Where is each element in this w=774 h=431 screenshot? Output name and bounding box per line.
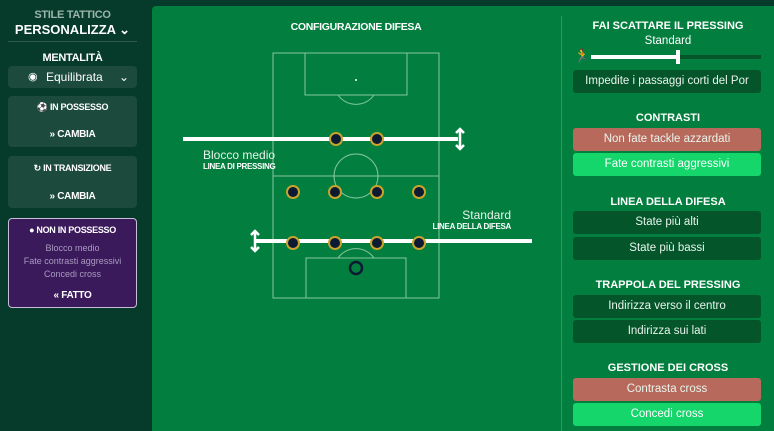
ball-icon: ⚽ [36,102,48,112]
option-button-selected[interactable]: Fate contrasti aggressivi [573,153,761,176]
card-title: IN TRANSIZIONE [43,163,112,173]
option-button-selected[interactable]: Concedi cross [573,403,761,426]
mentality-dropdown[interactable]: ◉ Equilibrata ⌄ [8,66,137,88]
defense-line[interactable] [256,239,532,243]
chevron-down-icon: ⌄ [118,70,129,84]
bottom-penalty-box [305,257,407,299]
divider [8,41,137,42]
option-button[interactable]: Contrasta cross [573,378,761,401]
double-chevron-right-icon: » [49,191,56,202]
player-marker[interactable] [412,236,426,250]
change-button[interactable]: » CAMBIA [8,129,137,140]
in-possession-card: ⚽ IN POSSESSO » CAMBIA [8,96,137,147]
bottom-arc [337,248,375,259]
pitch-title: CONFIGURAZIONE DIFESA [290,21,422,33]
chevron-down-icon: ⌄ [119,22,131,37]
defense-label: LINEA DELLA DIFESA [432,222,512,231]
card-title: NON IN POSSESSO [36,225,116,235]
change-label: CAMBIA [57,129,96,140]
summary-item: Fate contrasti aggressivi [23,256,122,266]
out-of-possession-card: ● NON IN POSSESSO Blocco medio Fate cont… [8,218,137,308]
change-button[interactable]: » CAMBIA [8,191,137,202]
double-chevron-right-icon: » [49,129,56,140]
top-penalty-box [304,52,408,96]
player-marker[interactable] [370,236,384,250]
player-marker[interactable] [329,132,343,146]
pressing-drag-handle-icon[interactable] [455,127,465,151]
defense-line-title: LINEA DELLA DIFESA [610,196,726,208]
mentality-icon: ◉ [28,71,38,83]
goalkeeper-marker [348,260,364,276]
pressing-value: Blocco medio [203,148,276,162]
in-transition-card: ↻ IN TRANSIZIONE » CAMBIA [8,156,137,208]
running-player-icon: 🏃 [574,48,591,63]
pressing-trigger-slider[interactable] [591,50,761,64]
defense-icon: ● [29,225,35,235]
style-dropdown[interactable]: PERSONALIZZA ⌄ [0,22,145,38]
sidebar: STILE TATTICO PERSONALIZZA ⌄ MENTALITÀ ◉… [0,0,150,431]
center-circle [333,153,379,199]
option-button[interactable]: Non fate tackle azzardati [573,128,761,151]
tackling-title: CONTRASTI [635,112,701,124]
summary-item: Blocco medio [45,243,100,253]
option-button[interactable]: Impedite i passaggi corti del Por [573,70,761,93]
player-marker[interactable] [370,132,384,146]
option-button[interactable]: Indirizza sui lati [573,320,761,343]
slider-fill [591,55,676,59]
mentality-label: MENTALITÀ [42,52,103,64]
player-marker[interactable] [412,185,426,199]
slider-thumb[interactable] [676,50,680,64]
done-label: FATTO [61,290,92,301]
player-marker[interactable] [286,185,300,199]
top-arc [337,94,375,105]
pressing-line[interactable] [183,137,458,141]
player-marker[interactable] [328,236,342,250]
pressing-trigger-title: FAI SCATTARE IL PRESSING [592,20,744,32]
pressing-trap-title: TRAPPOLA DEL PRESSING [595,279,741,291]
penalty-spot [355,79,357,81]
summary-item: Concedi cross [43,269,102,279]
card-title: IN POSSESSO [49,102,109,112]
style-label: STILE TATTICO [34,9,111,21]
option-button[interactable]: State più alti [573,211,761,234]
transition-icon: ↻ [33,163,42,173]
defense-drag-handle-icon[interactable] [250,229,260,253]
pressing-trigger-value: Standard [644,35,692,47]
mentality-value: Equilibrata [46,70,103,84]
done-button[interactable]: « FATTO [9,290,136,301]
player-marker[interactable] [370,185,384,199]
player-marker[interactable] [286,236,300,250]
pressing-label: LINEA DI PRESSING [203,162,276,171]
option-button[interactable]: State più bassi [573,237,761,260]
double-chevron-left-icon: « [53,290,59,301]
player-marker[interactable] [328,185,342,199]
style-value: PERSONALIZZA [14,22,116,37]
defense-value: Standard [462,208,511,222]
option-button[interactable]: Indirizza verso il centro [573,295,761,318]
panel-divider [561,16,562,431]
change-label: CAMBIA [57,191,96,202]
cross-title: GESTIONE DEI CROSS [607,362,729,374]
